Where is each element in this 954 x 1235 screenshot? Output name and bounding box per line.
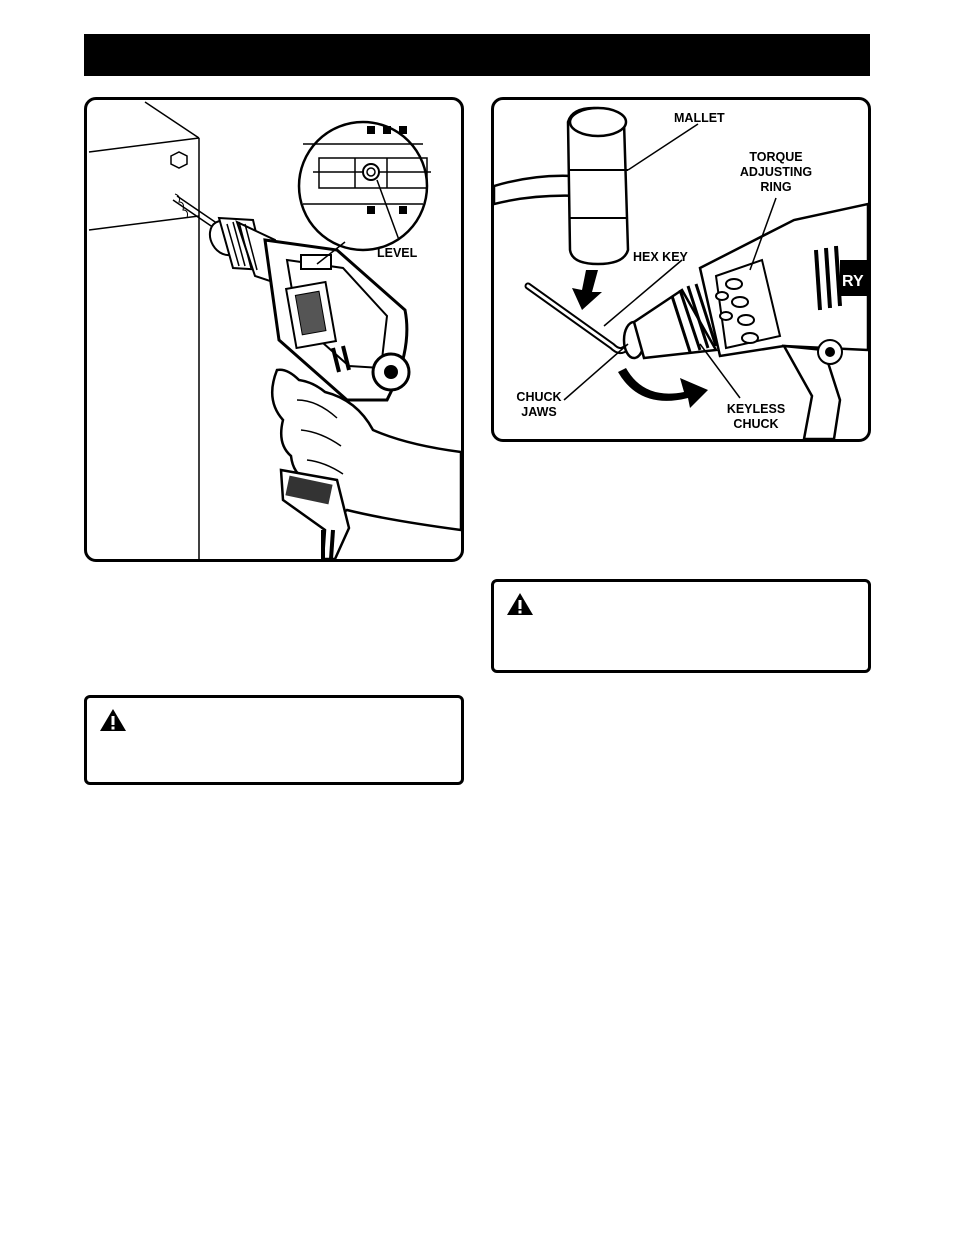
callout-chuck-jaws: CHUCK JAWS	[516, 390, 562, 419]
figure-chuck-removal: RY MALLET TORQUE ADJUSTING RING HEX KEY …	[491, 97, 871, 442]
figure-drill-level: LEVEL	[84, 97, 464, 562]
warning-box-left	[84, 695, 464, 785]
warning-triangle-icon	[507, 593, 533, 615]
chuck-illustration: RY	[494, 106, 868, 439]
callout-level: LEVEL	[377, 246, 418, 260]
down-arrow-icon	[572, 270, 602, 310]
warning-box-right	[491, 579, 871, 673]
drill-illustration	[88, 101, 461, 559]
curved-rotate-arrow-icon	[618, 368, 708, 408]
callout-torque-ring: TORQUE ADJUSTING RING	[739, 150, 813, 194]
brand-fragment: RY	[842, 273, 864, 290]
warning-triangle-icon	[100, 709, 126, 731]
callout-mallet: MALLET	[674, 111, 725, 125]
callout-keyless-chuck: KEYLESS CHUCK	[726, 402, 786, 431]
section-header-bar	[84, 34, 870, 76]
callout-hex-key: HEX KEY	[633, 250, 688, 264]
